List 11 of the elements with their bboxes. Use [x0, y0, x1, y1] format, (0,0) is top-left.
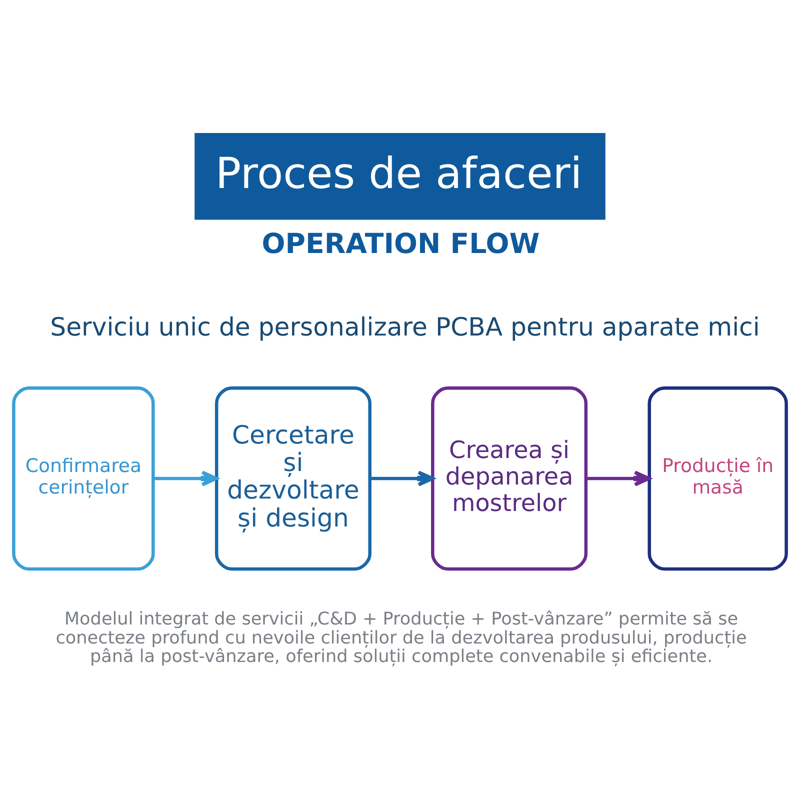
arrow — [370, 470, 434, 486]
node-box: Cercetare și dezvoltare și design — [214, 386, 372, 571]
arrow — [586, 470, 651, 486]
label: Serviciu unic de personalizare PCBA pentru aparate mici — [50, 312, 760, 342]
caption: Modelul integrat de servicii „C&D + Producție + Post-vânzare” permite să se conecteze profund cu nevoile clienților de la dezvoltarea produsului, producție până la post-vânzare, oferind soluții complete convenabile și eficiente. — [56, 609, 747, 668]
node-box: Confirmarea cerințelor — [12, 386, 155, 571]
node-box: Crearea și depanarea mostrelor — [431, 386, 588, 571]
arrow — [154, 470, 218, 486]
label: OPERATION FLOW — [262, 227, 540, 260]
diagram-title: Proces de afaceri — [215, 148, 582, 199]
node-box: Producție în masă — [648, 386, 788, 571]
